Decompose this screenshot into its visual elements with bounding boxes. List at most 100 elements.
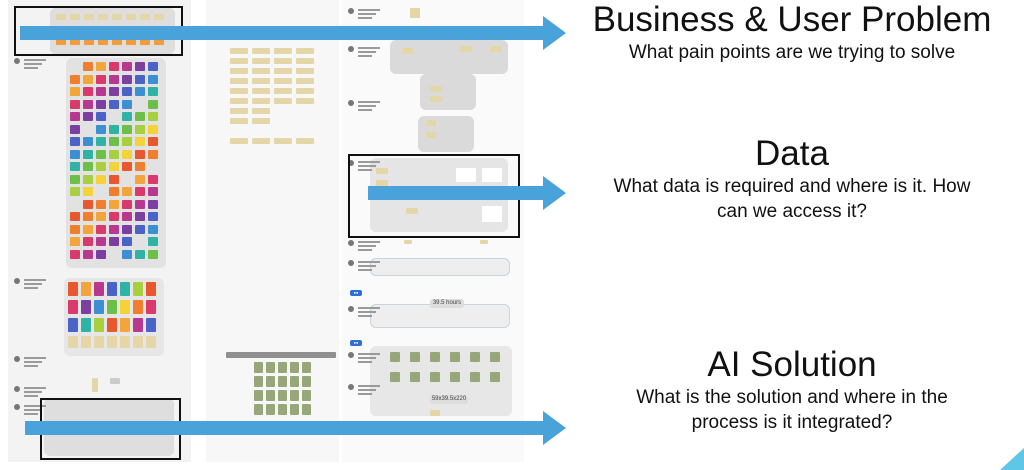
sticky-note (109, 87, 119, 96)
sticky-note (122, 187, 132, 196)
sticky-note (135, 112, 145, 121)
sticky-note (148, 174, 158, 184)
sticky-note (146, 318, 156, 332)
sticky-note (460, 46, 472, 52)
sticky-note (302, 362, 311, 373)
problem-arrow (20, 16, 566, 50)
step-marker (348, 160, 354, 166)
sticky-note (109, 199, 119, 209)
sticky-note (148, 62, 158, 71)
sticky-note (274, 98, 292, 104)
sticky-note (430, 96, 442, 102)
sticky-note (120, 282, 130, 296)
sticky-note (230, 108, 248, 114)
step-text-line (358, 315, 372, 317)
sticky-note (96, 137, 106, 146)
sticky-note (430, 410, 440, 416)
sticky-note (274, 138, 292, 144)
sticky-note (109, 124, 119, 134)
sticky-note (254, 390, 263, 401)
sticky-note (290, 376, 299, 387)
step-text-line (358, 353, 380, 355)
heading-data-subtitle-line2: can we access it? (717, 201, 867, 222)
sticky-note (70, 137, 80, 146)
sticky-note (107, 318, 117, 332)
formula-label: 59x39.5x220 (430, 395, 468, 404)
sticky-note (266, 390, 275, 401)
sticky-note (254, 362, 263, 373)
sticky-note (254, 376, 263, 387)
sticky-note (122, 87, 132, 96)
step-text-line (358, 245, 376, 247)
sticky-note (302, 404, 311, 415)
sticky-note (135, 124, 145, 134)
sticky-note (404, 240, 412, 244)
sticky-note (109, 74, 119, 84)
sticky-note (135, 249, 145, 259)
sticky-note (112, 38, 122, 45)
sticky-note (426, 120, 436, 126)
sticky-note (146, 336, 156, 348)
sticky-note (252, 58, 270, 64)
sticky-note (296, 88, 314, 94)
sticky-note (135, 212, 145, 221)
sticky-note (230, 78, 248, 84)
sticky-note (94, 300, 104, 314)
sticky-note (109, 174, 119, 184)
sticky-note (290, 404, 299, 415)
sticky-note (68, 318, 78, 332)
corner-accent-shape (1000, 448, 1024, 470)
sticky-note (135, 74, 145, 84)
step-text-line (358, 105, 376, 107)
sticky-note (133, 336, 143, 348)
step-text-line (24, 283, 42, 285)
sticky-note (96, 174, 106, 184)
step-marker (14, 58, 20, 64)
sticky-note (56, 14, 66, 20)
sticky-note (56, 38, 66, 45)
sticky-note (148, 112, 158, 121)
sticky-note (230, 48, 248, 54)
sticky-note (122, 249, 132, 259)
sticky-note (133, 300, 143, 314)
sticky-note (274, 48, 292, 54)
sticky-note (126, 38, 136, 45)
heading-ai-solution-subtitle-line2: process is it integrated? (691, 412, 893, 433)
step-marker (348, 100, 354, 106)
step-marker (14, 356, 20, 362)
sticky-note (109, 99, 119, 109)
sticky-note (122, 74, 132, 84)
sticky-note (480, 240, 488, 244)
sticky-note (135, 62, 145, 71)
sticky-note (70, 162, 80, 171)
step-text-line (358, 393, 372, 395)
sticky-note (390, 352, 400, 362)
sticky-note (98, 38, 108, 45)
sticky-note (96, 249, 106, 259)
sticky-note (470, 352, 480, 362)
sticky-note (70, 237, 80, 246)
sticky-note (81, 300, 91, 314)
sticky-note (252, 118, 270, 124)
sticky-note (109, 224, 119, 234)
step-text-line (358, 47, 380, 49)
sticky-note (252, 78, 270, 84)
sticky-note (148, 187, 158, 196)
step-marker (14, 386, 20, 392)
sticky-note (70, 38, 80, 45)
sticky-note (107, 282, 117, 296)
sticky-note (450, 352, 460, 362)
sticky-note (266, 376, 275, 387)
heading-ai-solution-title: AI Solution (707, 345, 877, 384)
heading-business-problem: Business & User Problem What pain points… (572, 0, 1012, 65)
sticky-note (482, 168, 502, 182)
heading-data-title: Data (755, 134, 829, 173)
sticky-note (83, 237, 93, 246)
timeline-panel-1 (370, 258, 510, 276)
hours-label: 39.5 hours (430, 299, 464, 308)
sticky-note (135, 199, 145, 209)
sticky-note (83, 162, 93, 171)
sticky-note (109, 187, 119, 196)
sticky-note (122, 162, 132, 171)
